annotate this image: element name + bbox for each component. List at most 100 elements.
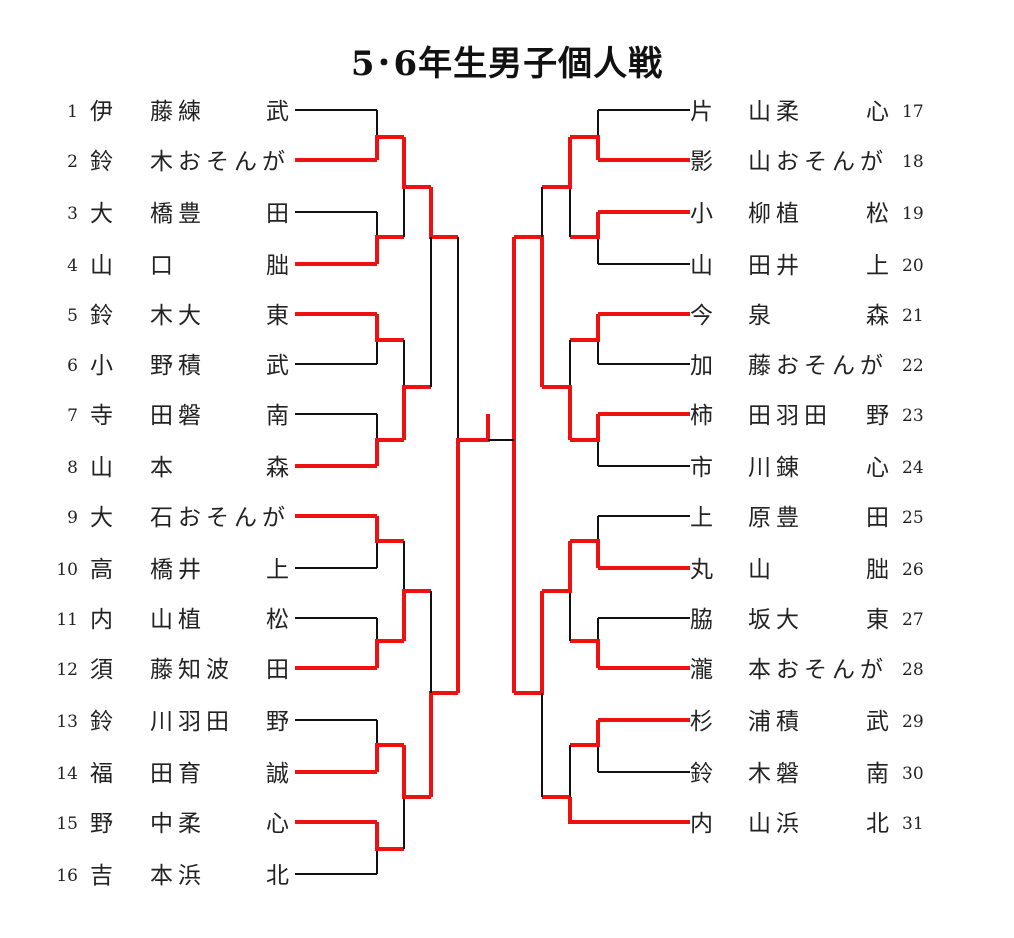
player-seed: 25 (902, 508, 924, 528)
player-27: 27脇坂大東 (690, 607, 924, 633)
r3-connector-winner (514, 591, 544, 695)
player-name-last: 野 (266, 709, 289, 735)
player-family-initial: 伊 (90, 99, 113, 125)
player-name-middle: 泉 (748, 303, 776, 329)
r1-connector-winner (570, 314, 600, 342)
player-seed: 1 (67, 102, 78, 122)
player-family-initial: 今 (690, 303, 713, 329)
player-name-last: 森 (866, 303, 889, 329)
player-family-initial: 内 (690, 811, 713, 837)
player-name-last: 朏 (266, 253, 289, 279)
player-family-initial: 山 (90, 455, 113, 481)
r2-connector-winner (402, 745, 431, 799)
player-seed: 20 (902, 256, 924, 276)
player-seed: 10 (56, 560, 78, 580)
player-seed: 14 (56, 764, 78, 784)
player-name-last: 野 (866, 403, 889, 429)
player-23: 23柿田羽田野 (690, 403, 924, 429)
r2-connector-winner (402, 589, 431, 641)
player-family-initial: 鈴 (90, 709, 113, 735)
player-name-last: 武 (266, 99, 289, 125)
player-family-initial: 上 (690, 505, 713, 531)
player-seed: 3 (67, 204, 78, 224)
r2-connector-winner (402, 385, 431, 440)
player-name-middle: 川羽田 (150, 709, 234, 735)
player-name-middle: 山 (748, 557, 776, 583)
player-name-middle: 山おそんが (748, 149, 888, 175)
player-26: 26丸山朏 (690, 557, 924, 583)
player-name-last: 松 (866, 201, 889, 227)
player-seed: 6 (67, 356, 78, 376)
player-name-last: 松 (266, 607, 289, 633)
player-family-initial: 脇 (690, 607, 713, 633)
r1-connector-winner (375, 639, 404, 668)
player-seed: 8 (67, 458, 78, 478)
r3-connector-winner (429, 187, 458, 239)
player-seed: 18 (902, 152, 924, 172)
player-name-middle: 山柔 (748, 99, 804, 125)
player-name-middle: 本浜 (150, 863, 206, 889)
player-name-middle: 川錬 (748, 455, 804, 481)
player-name-last: 武 (866, 709, 889, 735)
player-11: 11 内 山植 松 (56, 607, 289, 633)
player-name-middle: 中柔 (150, 811, 206, 837)
player-name-last: 南 (266, 403, 289, 429)
player-family-initial: 加 (690, 353, 713, 379)
player-seed: 9 (67, 508, 78, 528)
player-seed: 11 (56, 610, 78, 630)
player-family-initial: 市 (690, 455, 713, 481)
player-seed: 5 (67, 306, 78, 326)
r1-bye-31 (568, 797, 690, 824)
r1-connector-winner (375, 314, 404, 342)
player-name-middle: 田羽田 (748, 403, 832, 429)
r3-connector-winner (514, 235, 544, 387)
player-seed: 31 (902, 814, 924, 834)
player-family-initial: 大 (90, 201, 113, 227)
player-name-middle: 本おそんが (748, 657, 888, 683)
player-17: 17片山柔心 (690, 99, 924, 125)
player-family-initial: 瀧 (690, 657, 713, 683)
player-name-middle: 山植 (150, 607, 206, 633)
player-family-initial: 吉 (90, 863, 113, 889)
player-name-last: 南 (866, 761, 889, 787)
player-21: 21今泉森 (690, 303, 924, 329)
r1-connector-winner (570, 639, 600, 668)
player-name-middle: 口 (150, 253, 178, 279)
sf-left-winner (456, 414, 490, 693)
player-name-last: 武 (266, 353, 289, 379)
player-20: 20山田井上 (690, 253, 924, 279)
player-seed: 2 (67, 152, 78, 172)
player-28: 28瀧本おそんが (690, 657, 924, 683)
player-name-middle: 木磐 (748, 761, 804, 787)
player-name-middle: 藤練 (150, 99, 206, 125)
player-seed: 16 (56, 866, 78, 886)
r1-connector-winner (375, 743, 404, 772)
player-seed: 4 (67, 256, 78, 276)
player-name-last: 田 (266, 657, 289, 683)
player-name-last: 上 (266, 557, 289, 583)
player-name-middle: 橋豊 (150, 201, 206, 227)
player-family-initial: 鈴 (90, 149, 113, 175)
player-family-initial: 山 (90, 253, 113, 279)
player-name-last: 田 (866, 505, 889, 531)
player-seed: 7 (67, 406, 78, 426)
player-seed: 19 (902, 204, 924, 224)
player-family-initial: 内 (90, 607, 113, 633)
r1-connector-winner (570, 414, 600, 442)
player-name-middle: 原豊 (748, 505, 804, 531)
r1-connector-winner (375, 438, 404, 466)
r1-connector-winner (375, 822, 404, 851)
player-family-initial: 大 (90, 505, 113, 531)
r1-connector-winner (570, 212, 600, 239)
player-name-last: 心 (866, 455, 889, 481)
player-name-last: 誠 (266, 761, 289, 787)
